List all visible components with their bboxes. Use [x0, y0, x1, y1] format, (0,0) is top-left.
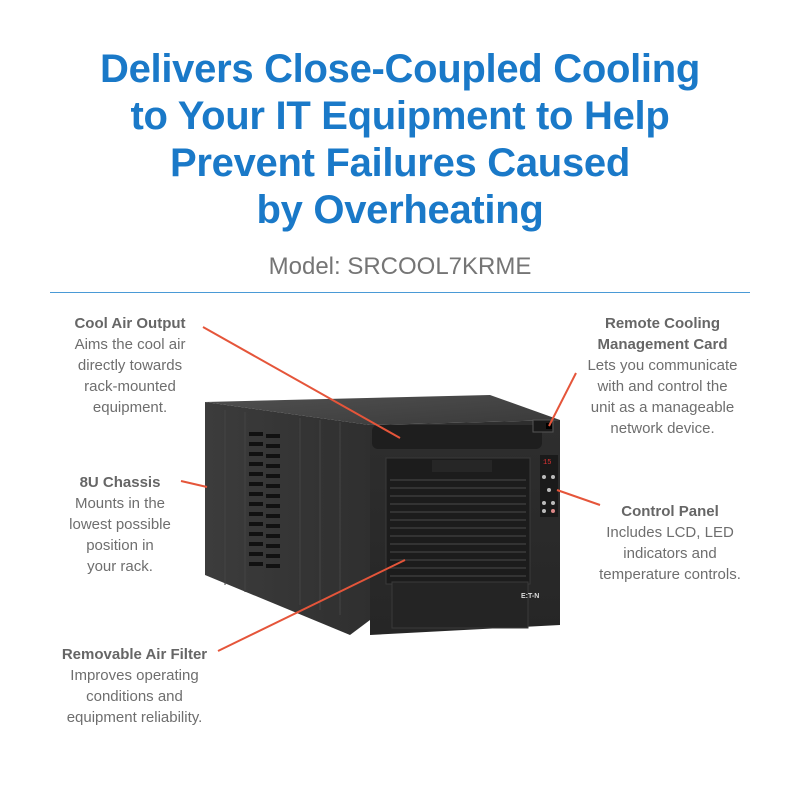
callout-title: Remote Cooling [605, 315, 720, 332]
callout-chassis: 8U Chassis Mounts in the lowest possible… [60, 472, 180, 577]
callout-text: position in [86, 537, 154, 554]
headline-line-1: Delivers Close-Coupled Cooling [100, 47, 700, 91]
callout-text: with and control the [597, 378, 728, 395]
callout-text: directly towards [77, 357, 183, 374]
callout-cool-air-output: Cool Air Output Aims the cool air direct… [40, 313, 220, 418]
callout-text: Improves operating [70, 667, 199, 684]
leader-lines [180, 326, 601, 652]
callout-title: 8U Chassis [79, 474, 161, 491]
callout-title: Cool Air Output [74, 315, 186, 332]
callout-title: Management Card [597, 336, 728, 353]
callout-text: equipment reliability. [66, 709, 203, 726]
callout-text: equipment. [92, 399, 168, 416]
callout-text: Mounts in the [74, 495, 166, 512]
callout-text: rack-mounted [84, 378, 176, 395]
callout-text: indicators and [623, 545, 717, 562]
callout-text: temperature controls. [599, 566, 741, 583]
callout-text: network device. [610, 420, 715, 437]
callout-text: Aims the cool air [74, 336, 186, 353]
callout-title: Removable Air Filter [61, 646, 208, 663]
callout-text: conditions and [86, 688, 183, 705]
callout-control-panel: Control Panel Includes LCD, LED indicato… [580, 501, 760, 585]
callout-text: Lets you communicate [587, 357, 738, 374]
callout-text: your rack. [87, 558, 153, 575]
headline-line-3: Prevent Failures Caused [170, 141, 630, 185]
headline: Delivers Close-Coupled Cooling to Your I… [0, 46, 800, 234]
callout-title: Control Panel [621, 503, 719, 520]
callout-text: Includes LCD, LED [606, 524, 734, 541]
callout-management-card: Remote Cooling Management Card Lets you … [570, 313, 755, 439]
callout-air-filter: Removable Air Filter Improves operating … [42, 644, 227, 728]
headline-line-4: by Overheating [256, 188, 544, 232]
model-number: Model: SRCOOL7KRME [268, 253, 532, 280]
display-readout: 15 [543, 459, 551, 467]
brand-logo: E:T-N [521, 593, 539, 600]
callout-text: lowest possible [69, 516, 171, 533]
headline-line-2: to Your IT Equipment to Help [130, 94, 670, 138]
divider [50, 292, 750, 293]
callout-text: unit as a manageable [590, 399, 735, 416]
